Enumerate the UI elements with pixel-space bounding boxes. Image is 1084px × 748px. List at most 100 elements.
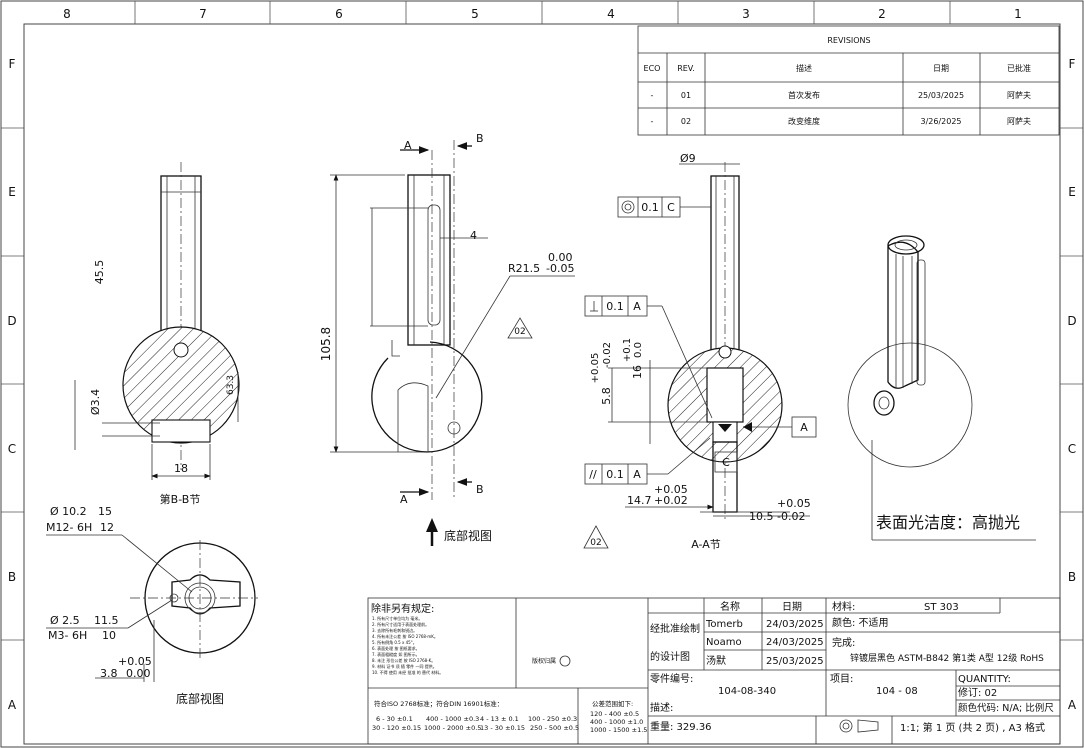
- material-value: ST 303: [924, 602, 959, 613]
- dim-height: 45.5: [93, 260, 106, 285]
- rev-header: REV.: [677, 64, 695, 73]
- designer-label: 的设计图: [650, 650, 690, 663]
- tolerance-title: 符合ISO 2768标准；符合DIN 16901标准：: [374, 699, 503, 708]
- zone-label-side: B: [1068, 570, 1076, 584]
- svg-text:7. 表面粗糙度 如 图所示。: 7. 表面粗糙度 如 图所示。: [372, 651, 420, 657]
- rev-header: 日期: [933, 64, 949, 73]
- view-label: A-A节: [691, 538, 721, 551]
- header-date: 日期: [782, 601, 802, 613]
- tol-5-8-upper: +0.05: [590, 353, 601, 384]
- hole-note-1-depth: 15: [98, 505, 112, 518]
- tol-16-lower: 0.0: [633, 342, 644, 358]
- radius-tol-lower: -0.05: [546, 262, 574, 275]
- svg-text:400 - 1000 ±0.3: 400 - 1000 ±0.3: [426, 715, 479, 723]
- dim-height: 105.8: [319, 327, 333, 361]
- hole-note-1: Ø 10.2: [50, 505, 87, 518]
- zone-label-top: 8: [63, 7, 71, 21]
- svg-text:A: A: [633, 468, 641, 481]
- signer-date: 24/03/2025: [766, 619, 824, 630]
- zone-label-side: A: [8, 698, 17, 712]
- rev-cell: 3/26/2025: [920, 117, 961, 126]
- hole-note-1-thread-depth: 12: [100, 521, 114, 534]
- tol-10-5-upper: +0.05: [777, 497, 811, 510]
- svg-text:A: A: [633, 300, 641, 313]
- tolerance2-title: 公差范围如下:: [592, 699, 633, 708]
- revisions-table: REVISIONS ECO REV. 描述 日期 已批准 - 01 首次发布 2…: [637, 25, 1060, 136]
- dim-width: 18: [174, 462, 188, 475]
- zone-label-top: 6: [335, 7, 343, 21]
- hole-note-2: Ø 2.5: [50, 614, 80, 627]
- zone-label-side: B: [8, 570, 16, 584]
- rev-cell: 改变维度: [788, 116, 820, 126]
- cut-b-bottom: B: [476, 483, 484, 496]
- svg-text:4. 所有未注公差 按 ISO 2768-mK。: 4. 所有未注公差 按 ISO 2768-mK。: [372, 633, 438, 639]
- tol-10-5-lower: -0.02: [777, 510, 805, 523]
- quantity-label: QUANTITY:: [958, 674, 1011, 685]
- section-bb-view: 18 45.5 Ø3.4 63.3 第B-B节: [74, 162, 240, 506]
- svg-text:1000 - 2000 ±0.5: 1000 - 2000 ±0.5: [424, 724, 481, 732]
- zone-label-side: D: [7, 314, 16, 328]
- zone-label-top: 7: [199, 7, 207, 21]
- front-view: 105.8 4 R21.5 0.00 -0.05 02 A B A B 底部视图: [319, 132, 575, 546]
- dim-14-7: 14.7: [627, 494, 652, 507]
- zone-label-side: F: [1069, 57, 1076, 71]
- svg-text:1000 - 1500 ±1.5: 1000 - 1500 ±1.5: [590, 726, 647, 734]
- surface-finish-note: 表面光洁度：高抛光: [876, 513, 1020, 532]
- material-label: 材料:: [832, 600, 855, 613]
- svg-text:0.1: 0.1: [606, 468, 624, 481]
- datum-a: A: [800, 421, 808, 434]
- dim-dia: Ø3.4: [89, 389, 102, 415]
- section-aa-view: Ø9 0.1 C 0.1 A // 0.1 A: [583, 152, 817, 551]
- dia-label: Ø9: [680, 152, 696, 165]
- svg-text://: //: [589, 468, 597, 481]
- cut-a-top: A: [404, 139, 412, 152]
- cut-a-bottom: A: [400, 493, 408, 506]
- title-block: 除非另有规定: 1. 所有尺寸单位均为 毫米。 2. 所有尺寸适用于表面处理前。…: [367, 597, 1061, 745]
- signer-name: Noamo: [706, 637, 742, 648]
- description-label: 描述:: [650, 701, 673, 714]
- item-value: 104 - 08: [876, 686, 918, 697]
- svg-text:30 - 120 ±0.15: 30 - 120 ±0.15: [372, 724, 421, 732]
- fcf-perpendicularity: 0.1 A: [584, 295, 713, 419]
- rev-header: 描述: [796, 63, 812, 73]
- sheet-label: 1:1; 第 1 页 (共 2 页) , A3 格式: [900, 721, 1045, 734]
- section-disk: [122, 326, 240, 444]
- svg-text:0.1: 0.1: [641, 201, 659, 214]
- svg-text:120 - 400 ±0.5: 120 - 400 ±0.5: [590, 710, 639, 718]
- fcf-parallelism: // 0.1 A: [584, 437, 711, 485]
- svg-text:2. 所有尺寸适用于表面处理前。: 2. 所有尺寸适用于表面处理前。: [372, 621, 429, 627]
- revisions-title: REVISIONS: [827, 36, 870, 45]
- svg-text:100 - 250 ±0.3: 100 - 250 ±0.3: [528, 715, 577, 723]
- tol-16-upper: +0.1: [622, 338, 633, 362]
- zone-labels-right: F E D C B A: [1067, 57, 1077, 712]
- datum-c: C: [722, 456, 730, 469]
- dim-side: 63.3: [226, 375, 236, 395]
- zone-label-side: A: [1068, 698, 1077, 712]
- tol-5-8-lower: -0.02: [602, 342, 613, 368]
- hole-note-1-thread: M12- 6H: [46, 521, 92, 534]
- fcf-concentricity: 0.1 C: [617, 196, 711, 218]
- rev-cell: 首次发布: [788, 90, 820, 100]
- general-note-title: 除非另有规定:: [371, 602, 434, 615]
- zone-label-side: C: [8, 442, 16, 456]
- bottom-view: +0.05 3.8 0.00 Ø 10.2 15 M12- 6H 12 Ø 2.…: [46, 505, 258, 706]
- rev-cell: 02: [681, 117, 691, 126]
- zone-label-side: E: [8, 185, 16, 199]
- zone-labels-left: F E D C B A: [7, 57, 17, 712]
- projection-icon: [839, 719, 879, 733]
- dim-16: 16: [631, 365, 644, 379]
- color-code-label: 颜色代码: N/A; 比例尺: [958, 702, 1054, 714]
- radius-value: R21.5: [508, 262, 540, 275]
- part-no-value: 104-08-340: [718, 686, 776, 697]
- rev-cell: -: [651, 117, 654, 126]
- view-label: 第B-B节: [160, 492, 201, 506]
- zone-label-side: D: [1067, 314, 1076, 328]
- zone-label-top: 4: [607, 7, 615, 21]
- svg-text:C: C: [667, 201, 675, 214]
- dim-small: 4: [470, 229, 477, 242]
- svg-text:0.1: 0.1: [606, 300, 624, 313]
- tol-14-7-upper: +0.05: [654, 483, 688, 496]
- svg-text:3. 去除所有毛刺和锐边。: 3. 去除所有毛刺和锐边。: [372, 627, 417, 633]
- zone-labels-top: 8 7 6 5 4 3 2 1: [63, 7, 1022, 21]
- signer-name: Tomerb: [705, 619, 743, 630]
